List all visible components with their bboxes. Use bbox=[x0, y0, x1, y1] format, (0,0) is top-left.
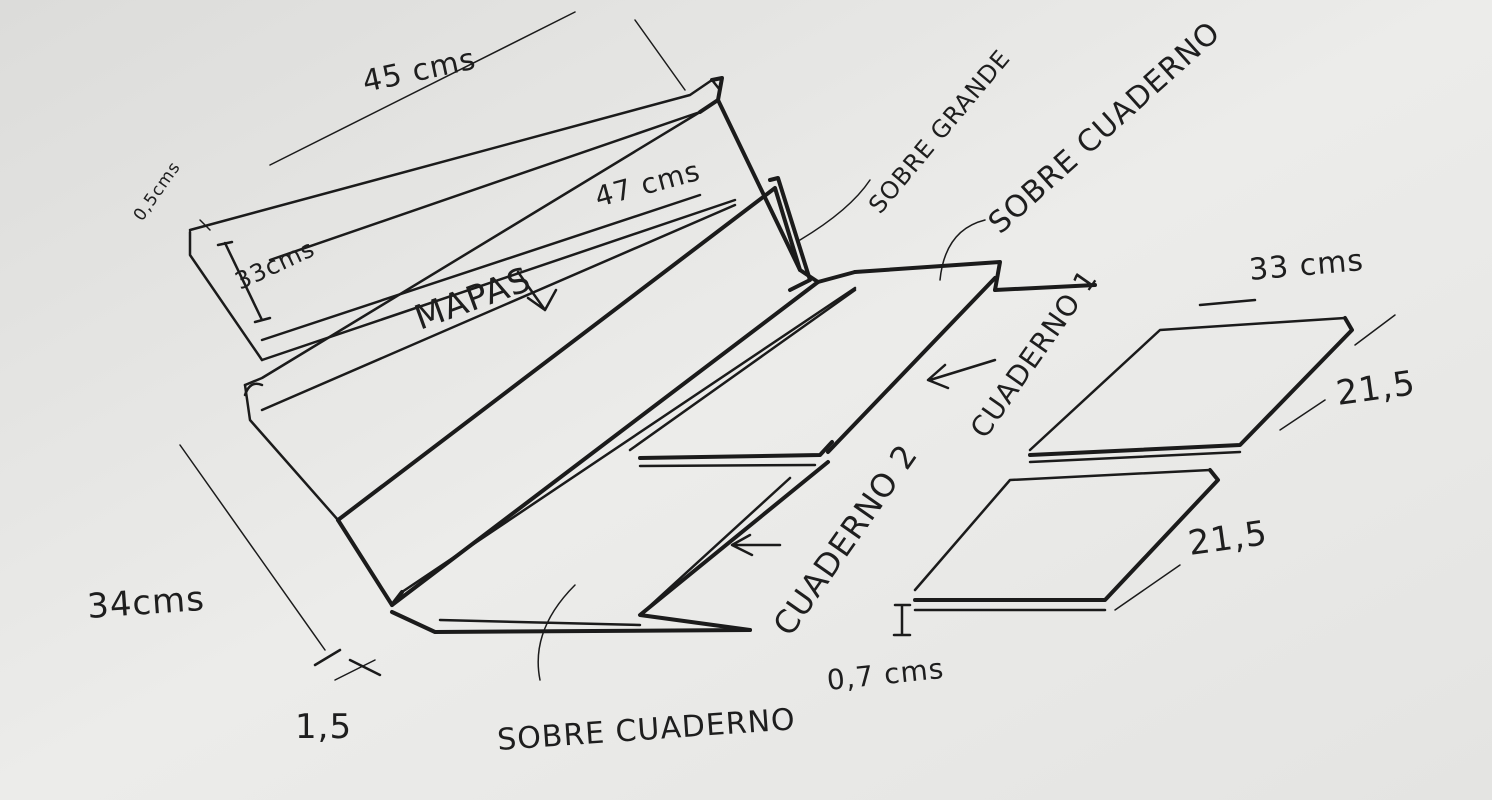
notebook-1 bbox=[1028, 316, 1354, 464]
sobre-grande-panel bbox=[243, 98, 820, 522]
notebook-2 bbox=[913, 468, 1220, 612]
label-left-bottom: 1,5 bbox=[295, 707, 352, 747]
arrow-cuaderno1-icon bbox=[926, 358, 997, 390]
back-panel bbox=[188, 76, 737, 362]
arrow-cuaderno2-icon bbox=[730, 533, 782, 557]
label-left-height: 34cms bbox=[86, 579, 206, 627]
arrow-mapas-icon bbox=[516, 270, 558, 312]
dimension-lines bbox=[179, 11, 1396, 681]
arrows bbox=[516, 270, 997, 557]
front-pocket bbox=[336, 260, 1097, 634]
